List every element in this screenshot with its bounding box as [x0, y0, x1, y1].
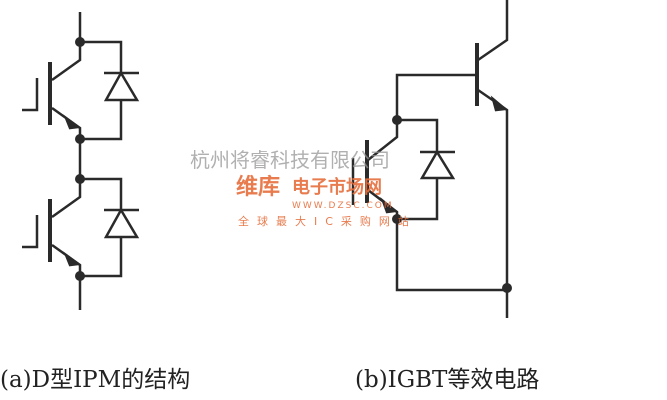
- igbt-equivalent-circuit-b: [351, 0, 512, 318]
- watermark-company: 杭州将睿科技有限公司: [190, 148, 390, 172]
- watermark-brand-sub: 电子市场网: [292, 177, 382, 198]
- watermark-brand: 维库: [236, 175, 281, 200]
- watermark-url: WWW.DZSC.COM: [292, 201, 394, 211]
- ipm-circuit-a: [20, 12, 141, 310]
- igbt-lower: [20, 172, 141, 283]
- caption-b: (b)IGBT等效电路: [355, 367, 540, 393]
- igbt-upper: [20, 35, 141, 146]
- caption-a: (a)D型IPM的结构: [0, 367, 191, 393]
- watermark-slogan: 全球最大IC采购网站: [238, 215, 417, 228]
